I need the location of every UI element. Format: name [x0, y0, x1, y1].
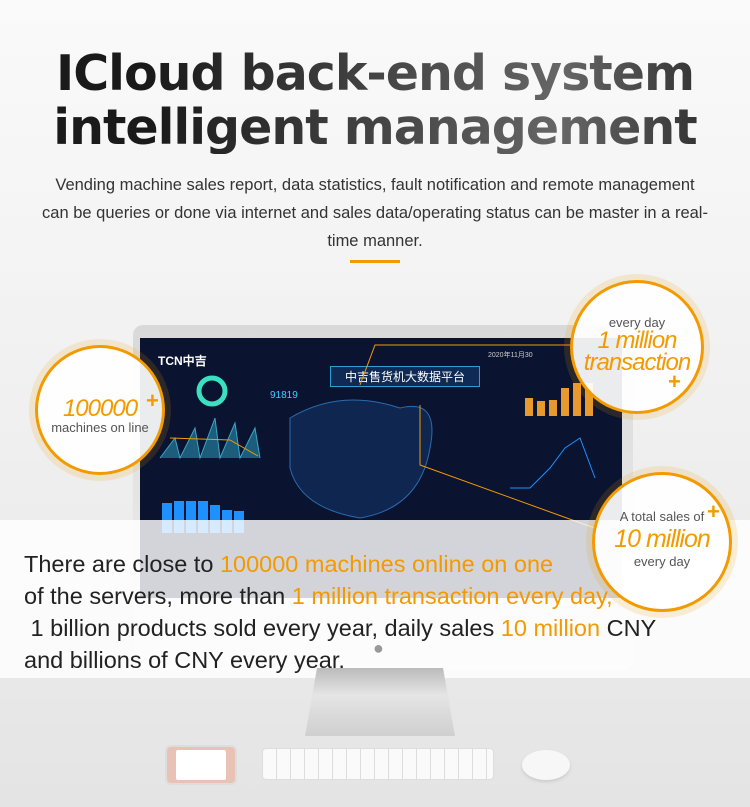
monitor-stand	[305, 668, 455, 736]
plus-icon: +	[668, 369, 681, 394]
badge-machines-value: 100000	[62, 395, 138, 422]
dashboard-date: 2020年11月30	[488, 352, 533, 359]
text: and billions of CNY every year.	[24, 647, 345, 673]
badge-sales: A total sales of 10 million every day +	[592, 472, 732, 612]
keyboard	[262, 748, 494, 780]
accent-divider	[350, 260, 400, 263]
plus-icon: +	[707, 499, 720, 524]
badge-transactions-top: every day	[608, 315, 666, 330]
line-chart	[510, 437, 596, 489]
badge-transactions: every day 1 million transaction +	[570, 280, 704, 414]
china-map	[289, 399, 433, 519]
text: There are close to	[24, 551, 220, 577]
dashboard-title: 中吉售货机大数据平台	[330, 366, 481, 387]
badge-sales-bottom: every day	[633, 554, 691, 569]
donut-chart	[196, 375, 228, 407]
badge-sales-value: 10 million	[614, 525, 711, 553]
highlight: 100000 machines online on one	[219, 551, 554, 577]
badge-sales-top: A total sales of	[619, 509, 705, 524]
subtitle: Vending machine sales report, data stati…	[42, 176, 708, 250]
apple-logo-icon: ●	[373, 638, 384, 658]
dashboard-logo: TCN中吉	[158, 354, 207, 368]
mouse	[522, 750, 570, 780]
page-title-line1: ICloud back-end system	[0, 48, 750, 100]
badge-machines: 100000 machines on line +	[35, 345, 165, 475]
plus-icon: +	[146, 388, 159, 413]
phone	[165, 745, 237, 785]
badge-transactions-value2: transaction	[583, 349, 691, 376]
badge-machines-label: machines on line	[51, 420, 149, 435]
text: 1 billion products sold every year, dail…	[24, 615, 501, 641]
text: of the servers, more than	[24, 583, 292, 609]
online-count: 91819	[270, 390, 298, 401]
page-title-line2: intelligent management	[0, 102, 750, 154]
body-paragraph: There are close to 100000 machines onlin…	[24, 548, 656, 676]
bar-chart-orange	[525, 383, 593, 416]
text: CNY	[600, 615, 657, 641]
dashboard-graphics	[159, 375, 596, 533]
highlight: 1 million transaction every day,	[291, 583, 613, 609]
highlight: 10 million	[500, 615, 601, 641]
badge-transactions-value1: 1 million	[597, 327, 677, 354]
